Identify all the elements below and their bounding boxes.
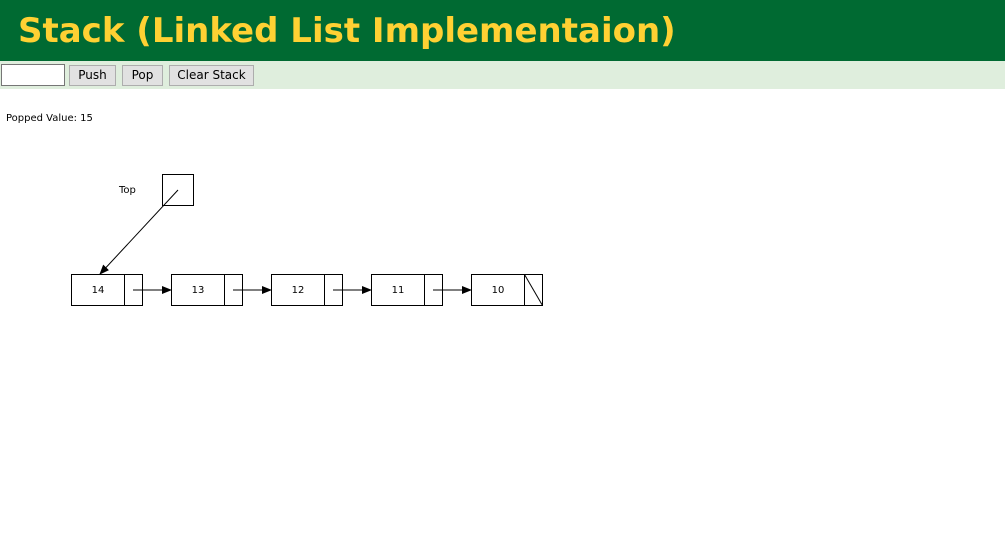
node-box [71, 274, 143, 306]
node-value: 14 [92, 285, 105, 296]
node-box [271, 274, 343, 306]
list-node: 11 [371, 274, 472, 306]
value-input[interactable] [1, 64, 65, 86]
node-list: 14 13 12 11 10 [71, 274, 543, 306]
list-node: 12 [271, 274, 372, 306]
node-value: 13 [192, 285, 205, 296]
null-pointer-mark [524, 274, 543, 306]
node-box [171, 274, 243, 306]
top-label: Top [118, 185, 136, 196]
list-node: 10 [471, 274, 543, 306]
node-box [471, 274, 543, 306]
app-header: Stack (Linked List Implementaion) [0, 0, 1005, 61]
top-pointer-arrow [99, 189, 179, 275]
status-message: Popped Value: 15 [6, 113, 93, 124]
node-box [371, 274, 443, 306]
clear-stack-button[interactable]: Clear Stack [169, 65, 254, 86]
node-value: 10 [492, 285, 505, 296]
page-title: Stack (Linked List Implementaion) [18, 11, 676, 51]
stack-diagram: Top 14 13 12 11 1 [71, 174, 543, 306]
list-node: 14 [71, 274, 172, 306]
node-value: 11 [392, 285, 405, 296]
toolbar: Push Pop Clear Stack [0, 61, 1005, 89]
list-node: 13 [171, 274, 272, 306]
pop-button[interactable]: Pop [122, 65, 163, 86]
node-value: 12 [292, 285, 305, 296]
push-button[interactable]: Push [69, 65, 116, 86]
